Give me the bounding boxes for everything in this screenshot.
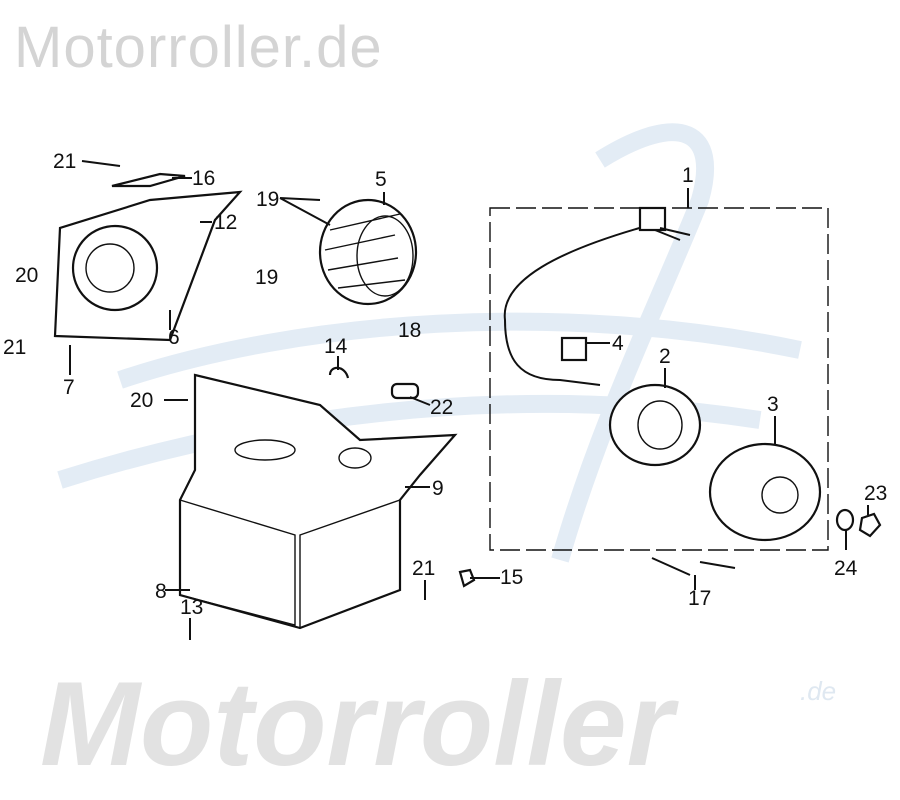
callout-21-top: 21 xyxy=(53,150,76,173)
callout-23: 23 xyxy=(864,482,887,505)
callout-20-shroud: 20 xyxy=(130,389,153,412)
callout-12: 12 xyxy=(214,211,237,234)
callout-8: 8 xyxy=(155,580,167,603)
part-cooling-fan xyxy=(318,198,418,306)
callout-14: 14 xyxy=(324,335,348,358)
part-sensor xyxy=(560,336,588,362)
callout-1: 1 xyxy=(682,164,694,187)
part-bracket xyxy=(111,172,186,188)
callout-4: 4 xyxy=(612,332,624,355)
callout-21-bottom: 21 xyxy=(412,557,435,580)
watermark-bottom: Motorroller xyxy=(40,657,680,791)
part-fan-cover xyxy=(53,190,243,342)
callout-5: 5 xyxy=(375,168,387,191)
callout-22: 22 xyxy=(430,396,453,419)
part-nut xyxy=(858,512,882,538)
watermark-suffix: .de xyxy=(800,676,836,706)
leader-lines xyxy=(69,160,869,640)
callout-24: 24 xyxy=(834,557,858,580)
part-bolts xyxy=(651,557,736,576)
callout-16: 16 xyxy=(192,167,215,190)
part-wiring-harness xyxy=(503,206,691,386)
callout-13: 13 xyxy=(180,596,203,619)
callout-3: 3 xyxy=(767,393,779,416)
part-rotor xyxy=(708,442,822,542)
part-stator xyxy=(608,383,702,467)
callout-17: 17 xyxy=(688,587,711,610)
part-grommet xyxy=(390,382,420,400)
callout-7: 7 xyxy=(63,376,75,399)
callout-18: 18 xyxy=(398,319,421,342)
callout-6: 6 xyxy=(168,326,180,349)
callout-21-left: 21 xyxy=(3,336,26,359)
part-washer xyxy=(835,508,855,532)
watermark-top: Motorroller.de xyxy=(14,15,383,80)
callout-15: 15 xyxy=(500,566,523,589)
callout-9: 9 xyxy=(432,477,444,500)
callout-19-top: 19 xyxy=(256,188,279,211)
callout-20-left: 20 xyxy=(15,264,38,287)
callout-2: 2 xyxy=(659,345,671,368)
callout-19-lower: 19 xyxy=(255,266,278,289)
part-shroud xyxy=(178,373,458,630)
part-clip xyxy=(458,568,476,588)
